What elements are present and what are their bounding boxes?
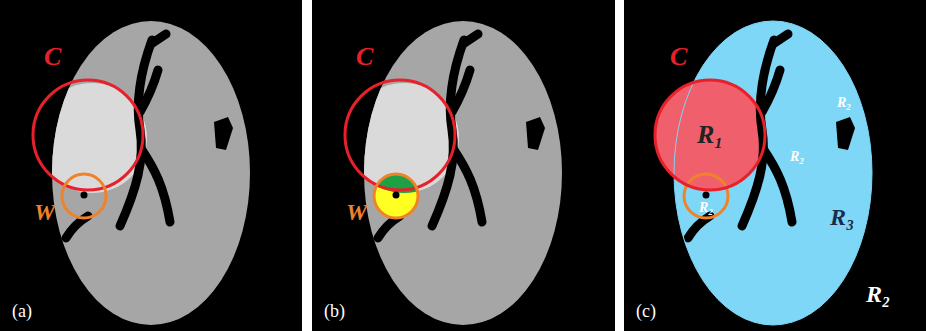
circle-label: C bbox=[44, 44, 61, 70]
circle-label: C bbox=[356, 44, 373, 70]
region-label: R₂ bbox=[866, 282, 890, 306]
panel-label: (c) bbox=[636, 302, 656, 320]
region-label: R₂ bbox=[837, 96, 851, 110]
region-label: R₂ bbox=[790, 150, 804, 164]
panel-label: (b) bbox=[324, 302, 345, 320]
region-circle: CR₁ bbox=[655, 80, 765, 190]
circle-label: C bbox=[670, 44, 687, 70]
node-outline bbox=[674, 21, 872, 325]
window-label: W bbox=[34, 200, 55, 224]
panel-label: (a) bbox=[12, 302, 32, 320]
region-label: R₁ bbox=[697, 122, 723, 148]
region-ellipse: R₃CR₁ bbox=[674, 21, 872, 325]
region-label: R₂ bbox=[699, 201, 713, 215]
region-label: R₃ bbox=[830, 205, 854, 229]
window-label: W bbox=[346, 200, 367, 224]
